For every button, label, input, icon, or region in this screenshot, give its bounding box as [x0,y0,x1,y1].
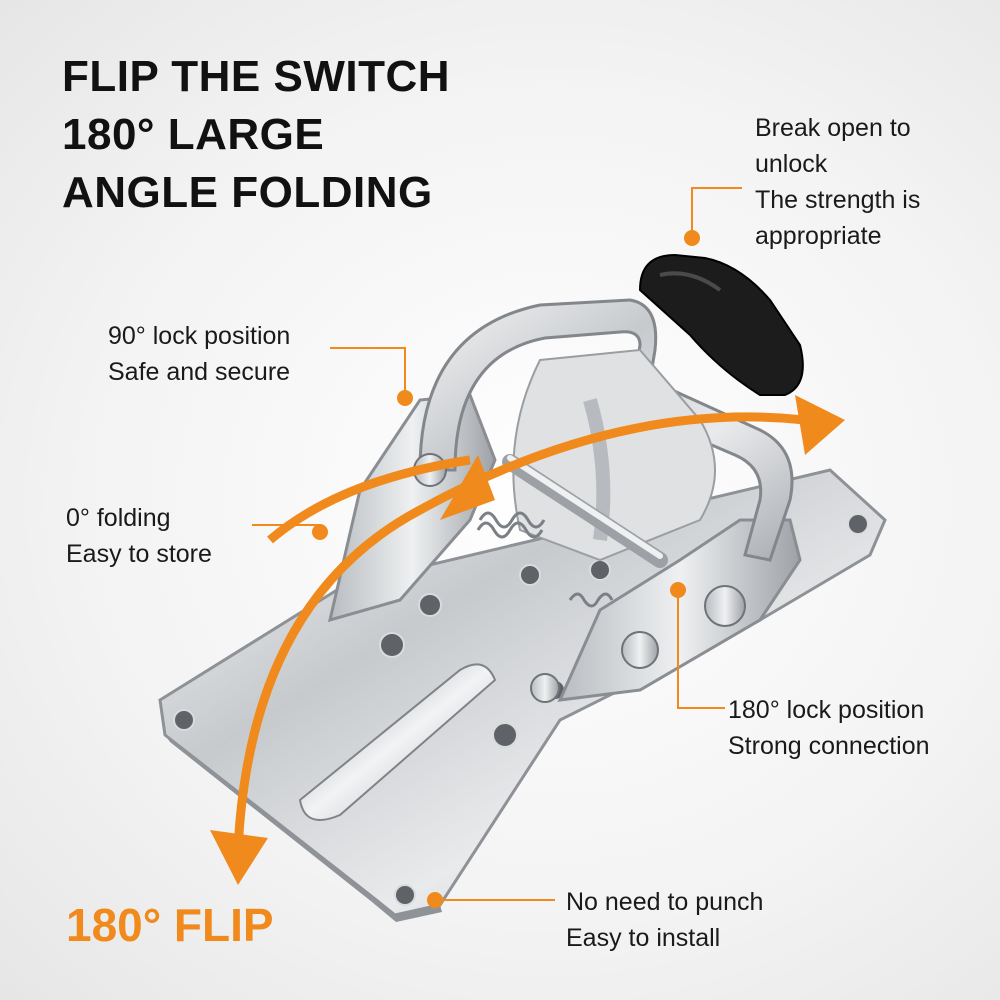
callout-unlock: Break open to unlock The strength is app… [755,110,920,254]
callout-install-line-2: Easy to install [566,924,721,952]
callout-lock-180-line-1: 180° lock position [728,696,925,724]
headline-line-3: ANGLE FOLDING [62,168,433,217]
mounting-holes [173,512,869,906]
arc-arrowhead-top [795,395,845,455]
callout-unlock-line-2: unlock [755,150,828,178]
u-frame [418,298,794,562]
flip-label: 180° FLIP [66,899,274,951]
callout-fold-0-line-1: 0° folding [66,504,171,532]
callout-lock-180: 180° lock position Strong connection [728,692,930,764]
callout-lock-90-line-1: 90° lock position [108,322,291,350]
callout-unlock-line-3: The strength is [755,186,921,214]
rivets [413,453,746,703]
headline: FLIP THE SWITCH 180° LARGE ANGLE FOLDING [62,48,450,222]
callout-lock-90-line-2: Safe and secure [108,358,291,386]
headline-line-1: FLIP THE SWITCH [62,52,451,101]
callout-fold-0: 0° folding Easy to store [66,500,212,572]
callout-lock-180-line-2: Strong connection [728,732,930,760]
callout-lock-90: 90° lock position Safe and secure [108,318,290,390]
callout-install: No need to punch Easy to install [566,884,763,956]
release-handle [638,253,804,396]
callout-install-line-1: No need to punch [566,888,764,916]
callout-unlock-line-1: Break open to [755,114,911,142]
callout-unlock-line-4: appropriate [755,222,882,250]
callout-dots [312,230,700,908]
leader-lines [252,187,742,901]
spring-rod [476,454,668,608]
arc-arrowhead-mid [440,455,495,520]
headline-line-2: 180° LARGE [62,110,325,159]
arc-arrowhead-bottom [210,830,268,885]
callout-fold-0-line-2: Easy to store [66,540,212,568]
